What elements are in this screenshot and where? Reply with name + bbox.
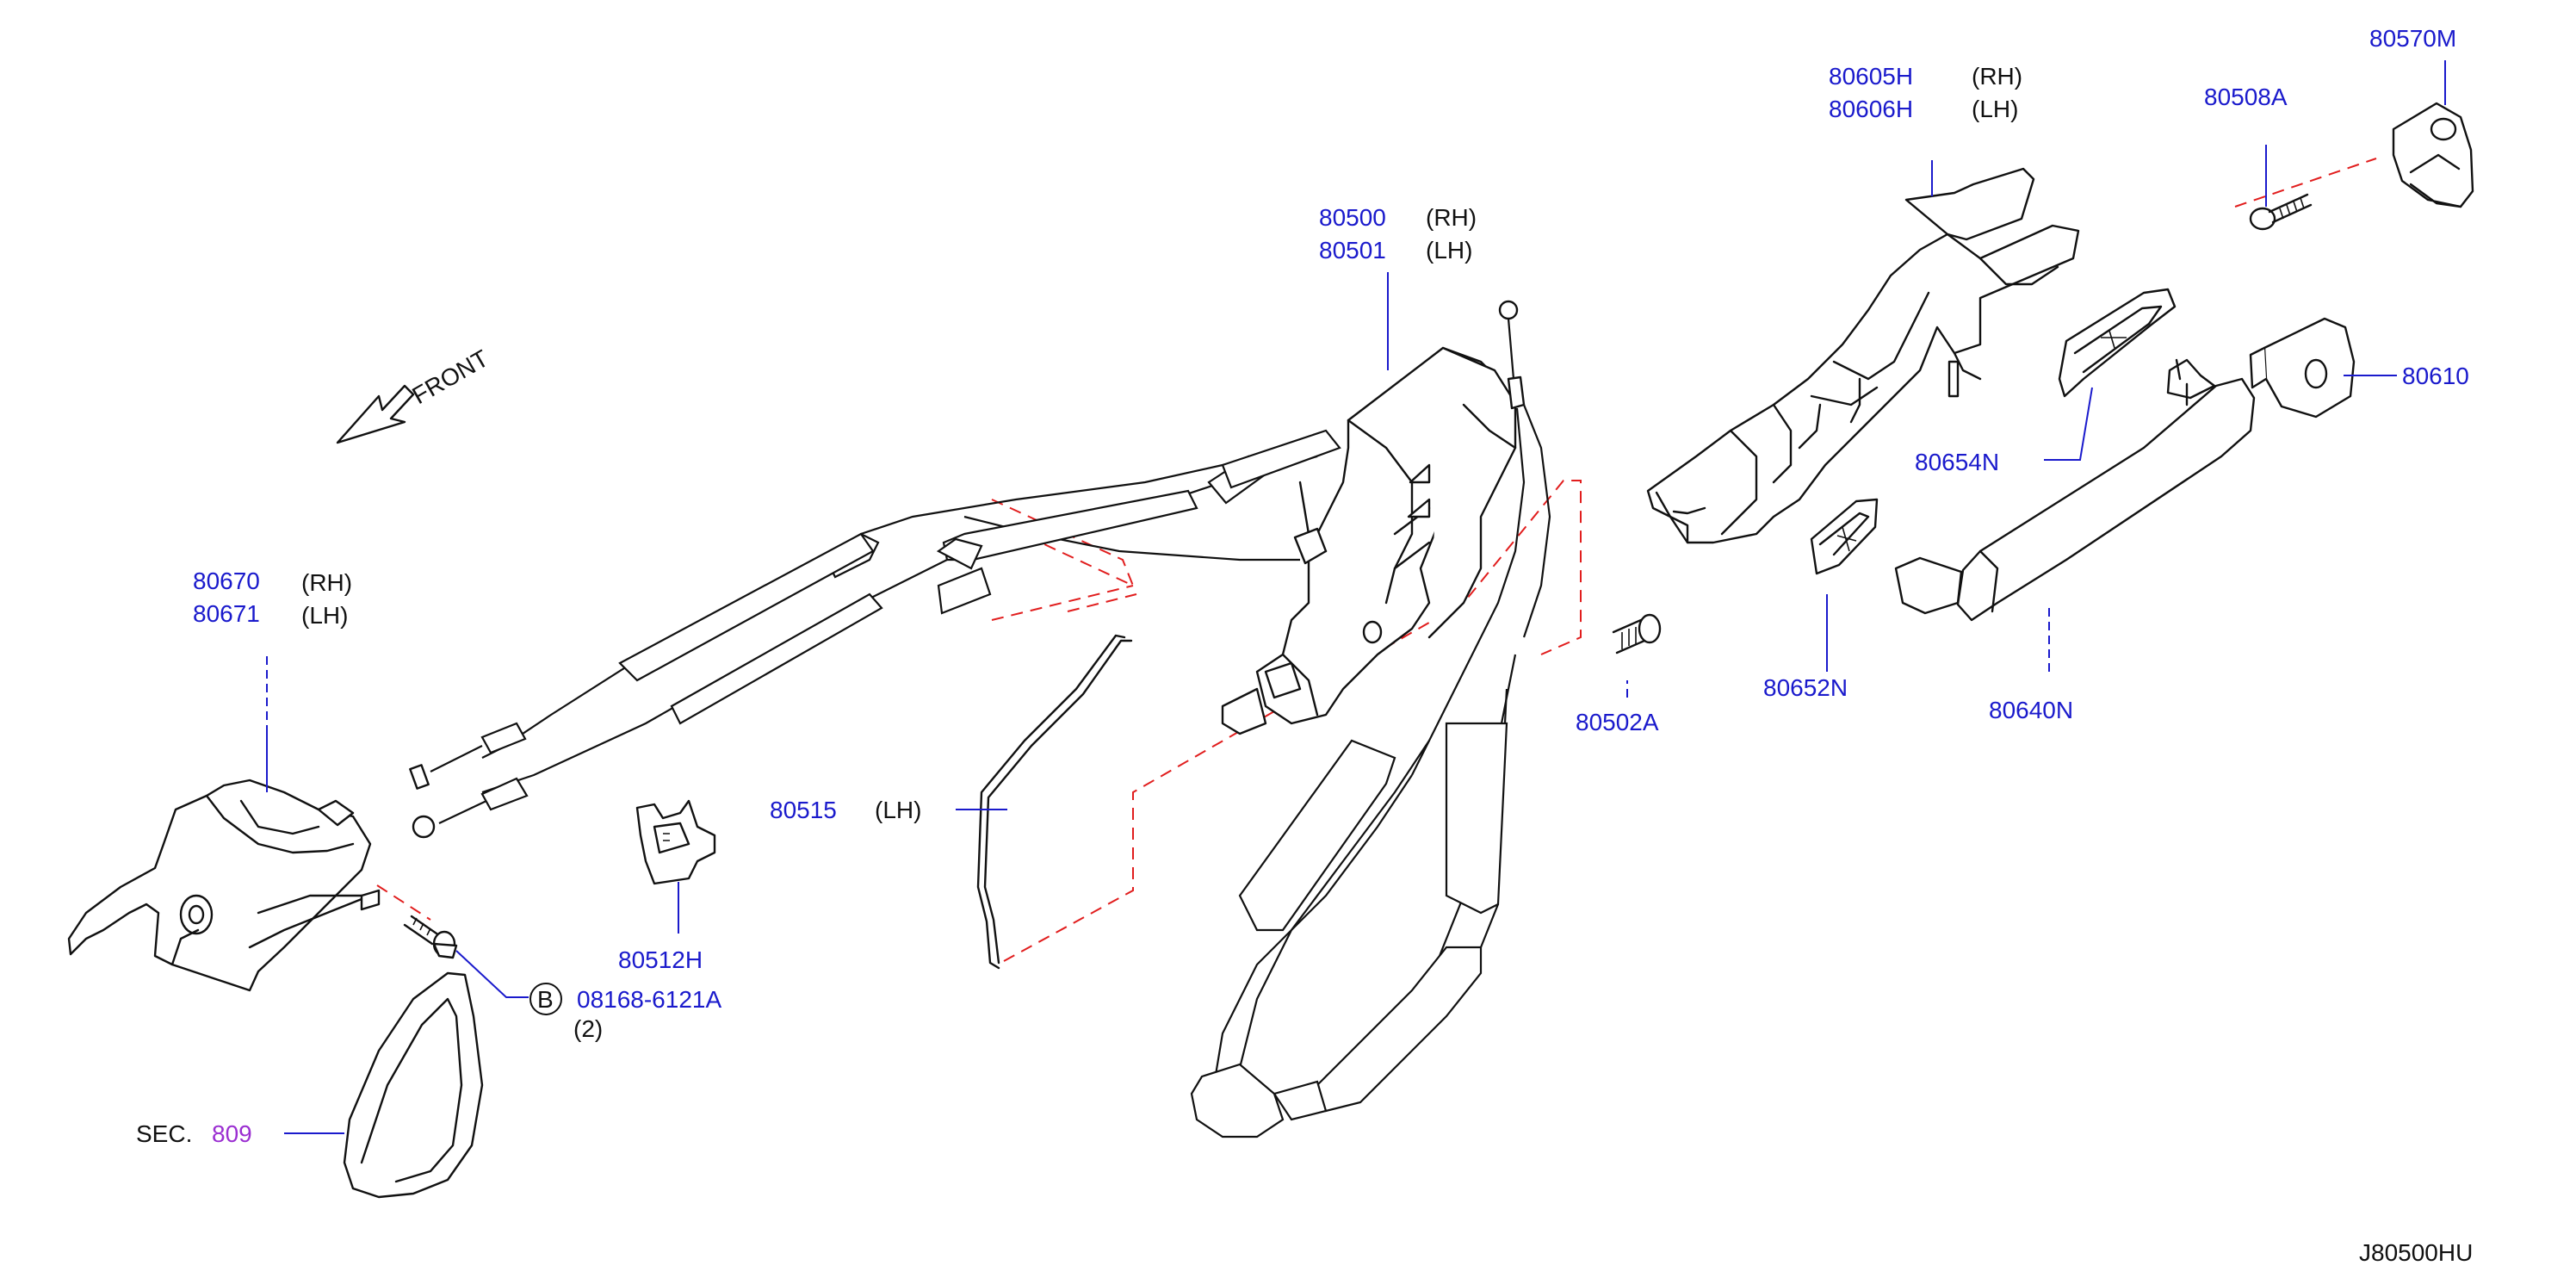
part-labels: 80500 (RH) 80501 (LH) 80605H (RH) 80606H… [136, 25, 2473, 1266]
gasket-80652n[interactable] [1810, 498, 1879, 575]
side-label-80671: (LH) [301, 602, 348, 629]
screw-80508a[interactable] [2249, 193, 2313, 231]
part-label-80654n[interactable]: 80654N [1915, 449, 1999, 475]
part-label-80512h[interactable]: 80512H [618, 946, 703, 973]
rod-80515[interactable] [976, 634, 1133, 970]
screw-80502a[interactable] [1612, 613, 1662, 655]
side-label-80605h: (RH) [1972, 63, 2022, 90]
lower-cable-loop [1190, 654, 1517, 1138]
inside-handle-80670[interactable] [67, 779, 381, 992]
part-label-80652n[interactable]: 80652N [1763, 674, 1848, 701]
clip-80512h[interactable] [635, 799, 716, 885]
escutcheon-sec-809[interactable] [343, 971, 484, 1199]
part-label-80640n[interactable]: 80640N [1989, 697, 2073, 723]
lock-cables [409, 300, 1551, 839]
part-label-80606h[interactable]: 80606H [1829, 96, 1913, 122]
front-arrow-icon: FRONT [336, 344, 493, 444]
leader-lines [266, 60, 2446, 1134]
part-label-80501[interactable]: 80501 [1319, 237, 1386, 264]
side-label-80501: (LH) [1426, 237, 1472, 264]
part-label-80502a[interactable]: 80502A [1576, 709, 1659, 735]
key-cylinder-cap-80610[interactable] [2249, 317, 2356, 419]
side-label-80670: (RH) [301, 569, 352, 596]
b-symbol-letter: B [537, 986, 554, 1013]
phantom-lines [376, 158, 2377, 962]
sec-prefix: SEC. [136, 1120, 192, 1147]
part-label-80610[interactable]: 80610 [2402, 363, 2469, 389]
sec-ref-809[interactable]: 809 [212, 1120, 252, 1147]
qty-label-08168-6121a: (2) [573, 1015, 603, 1042]
part-label-80570m[interactable]: 80570M [2369, 25, 2456, 52]
door-lock-actuator-80500[interactable] [1221, 346, 1517, 735]
part-label-80670[interactable]: 80670 [193, 568, 260, 594]
gasket-80654n[interactable] [2058, 288, 2177, 398]
side-label-80515: (LH) [875, 797, 921, 823]
outside-handle-cap-80570m[interactable] [2392, 102, 2474, 208]
bolt-08168-6121a[interactable] [403, 915, 458, 959]
front-label: FRONT [408, 344, 493, 409]
part-label-80500[interactable]: 80500 [1319, 204, 1386, 231]
part-label-80671[interactable]: 80671 [193, 600, 260, 627]
part-label-80508a[interactable]: 80508A [2204, 84, 2288, 110]
side-label-80606h: (LH) [1972, 96, 2018, 122]
diagram-id: J80500HU [2359, 1239, 2473, 1266]
outside-handle-80640n[interactable] [1894, 358, 2256, 622]
part-label-80605h[interactable]: 80605H [1829, 63, 1913, 90]
outside-handle-bracket-80605h[interactable] [1646, 167, 2080, 544]
part-label-08168-6121a[interactable]: 08168-6121A [577, 986, 721, 1013]
side-label-80500: (RH) [1426, 204, 1477, 231]
part-label-80515[interactable]: 80515 [770, 797, 837, 823]
b-symbol-circle [529, 983, 562, 1015]
